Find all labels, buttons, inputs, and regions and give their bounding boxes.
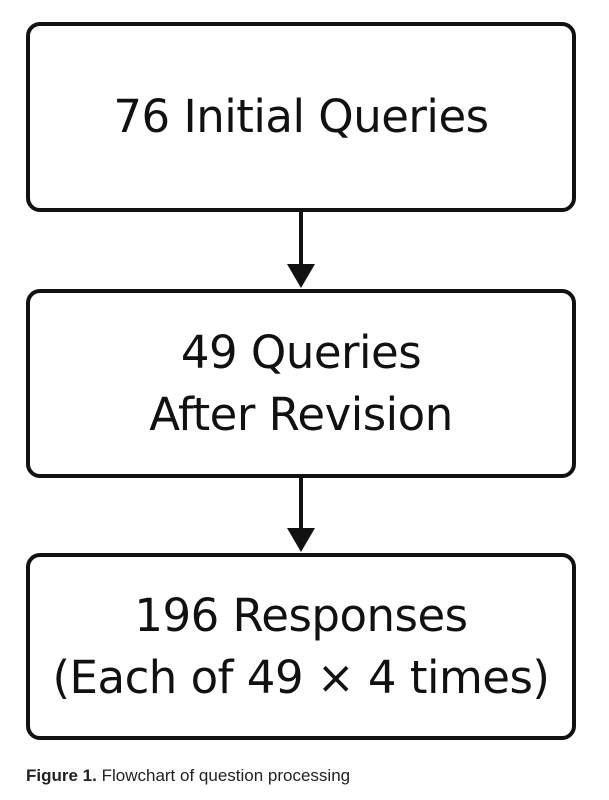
flowchart-box-responses: 196 Responses (Each of 49 × 4 times) bbox=[26, 553, 576, 740]
flowchart-box-revised-queries: 49 Queries After Revision bbox=[26, 289, 576, 478]
caption-text: Flowchart of question processing bbox=[101, 766, 351, 785]
box-text-line: 49 Queries bbox=[180, 325, 422, 379]
flowchart-box-initial-queries: 76 Initial Queries bbox=[26, 22, 576, 212]
box-text-line: 76 Initial Queries bbox=[113, 90, 489, 143]
caption-label: Figure 1. bbox=[26, 766, 97, 785]
figure-caption: Figure 1. Flowchart of question processi… bbox=[26, 766, 350, 786]
box-text-line: (Each of 49 × 4 times) bbox=[52, 650, 551, 704]
down-arrow-icon bbox=[287, 212, 315, 288]
box-text-line: After Revision bbox=[149, 387, 453, 441]
down-arrow-icon bbox=[287, 478, 315, 552]
box-text-line: 196 Responses bbox=[134, 588, 468, 642]
